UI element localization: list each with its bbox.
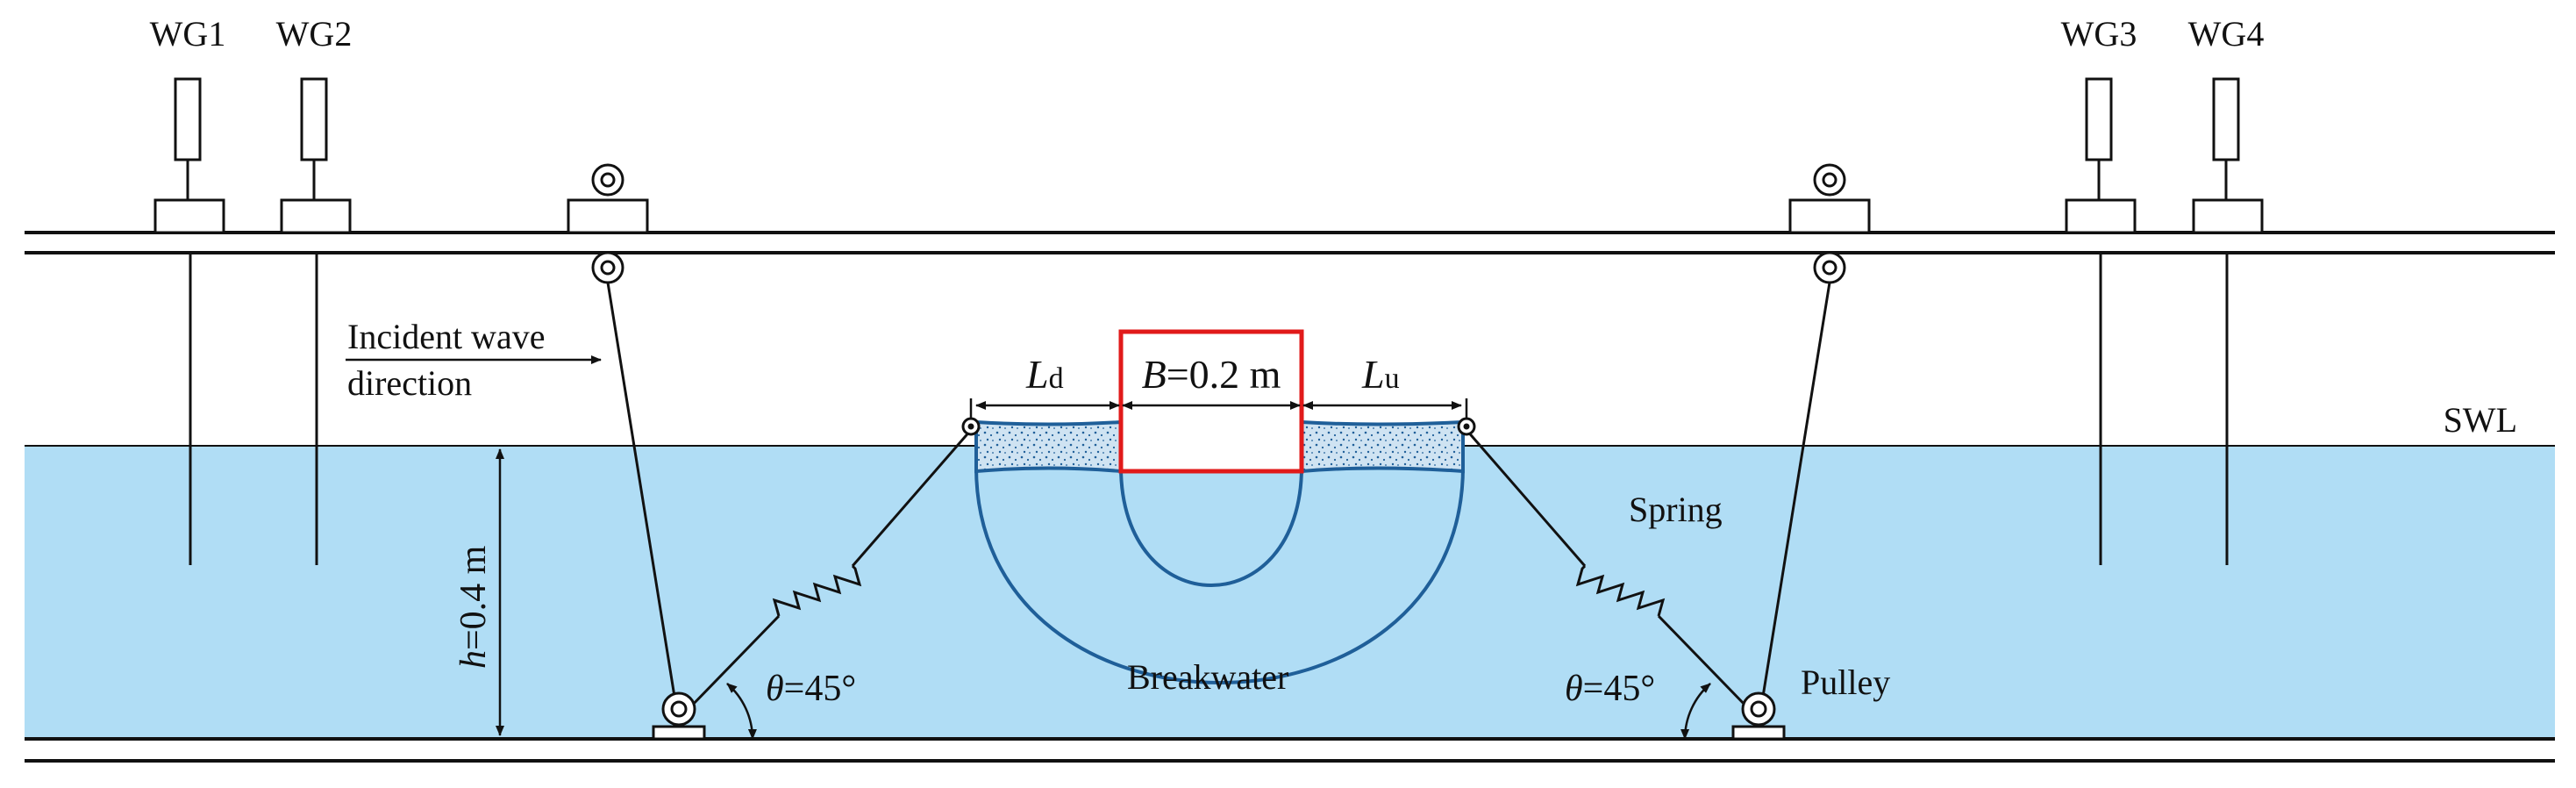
tether-right bbox=[1760, 282, 1831, 703]
theta-label-right: θ=45° bbox=[1565, 669, 1655, 709]
ld-main: L bbox=[1025, 352, 1049, 397]
dimension-lines bbox=[969, 398, 1468, 419]
spring-label: Spring bbox=[1629, 490, 1723, 529]
top-pulley-left bbox=[567, 163, 649, 284]
porous-wing-left bbox=[974, 419, 1123, 474]
theta-arc-right bbox=[1680, 683, 1711, 740]
wave-gauge-wg4: WG4 bbox=[2188, 14, 2265, 565]
lu-sub: u bbox=[1385, 362, 1400, 395]
breakwater-label: Breakwater bbox=[1127, 657, 1288, 697]
depth-symbol: h bbox=[453, 650, 494, 669]
mooring-line-left bbox=[687, 429, 973, 711]
wave-gauge-wg1: WG1 bbox=[150, 14, 226, 565]
top-pulley-right bbox=[1788, 163, 1871, 284]
ld-sub: d bbox=[1049, 362, 1064, 395]
theta-right-symbol: θ bbox=[1565, 669, 1583, 709]
ld-label: Ld bbox=[1025, 352, 1064, 397]
theta-right-value: =45° bbox=[1583, 669, 1655, 709]
incident-wave-label-line1: Incident wave bbox=[347, 317, 545, 356]
porous-wing-right bbox=[1300, 419, 1465, 474]
b-value: =0.2 m bbox=[1167, 352, 1281, 397]
b-label: B=0.2 m bbox=[1142, 352, 1281, 397]
depth-label: h=0.4 m bbox=[453, 545, 494, 669]
tether-left bbox=[606, 282, 677, 703]
incident-wave-label-line2: direction bbox=[347, 363, 472, 403]
b-symbol: B bbox=[1142, 352, 1167, 397]
lu-main: L bbox=[1361, 352, 1385, 397]
lu-label: Lu bbox=[1361, 352, 1400, 397]
wave-gauge-wg3: WG3 bbox=[2061, 14, 2137, 565]
wave-gauge-wg2: WG2 bbox=[276, 14, 353, 565]
theta-arc-left bbox=[726, 683, 757, 740]
bottom-pulley-left bbox=[652, 691, 706, 741]
theta-left-value: =45° bbox=[784, 669, 856, 709]
wg3-label: WG3 bbox=[2061, 14, 2137, 54]
depth-value: =0.4 m bbox=[453, 545, 494, 650]
pulley-label: Pulley bbox=[1801, 663, 1890, 702]
theta-label-left: θ=45° bbox=[766, 669, 856, 709]
theta-left-symbol: θ bbox=[766, 669, 784, 709]
water-body bbox=[25, 446, 2555, 739]
wg1-label: WG1 bbox=[150, 14, 226, 54]
mooring-line-right bbox=[1465, 429, 1751, 711]
bottom-pulley-right bbox=[1731, 691, 1786, 741]
wg2-label: WG2 bbox=[276, 14, 353, 54]
wg4-label: WG4 bbox=[2188, 14, 2265, 54]
swl-label: SWL bbox=[2444, 400, 2517, 440]
